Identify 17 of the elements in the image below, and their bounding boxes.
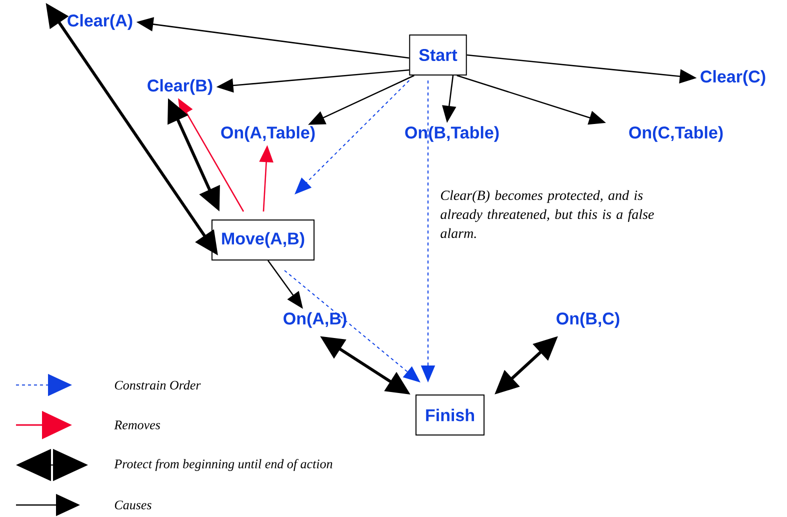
- action-box: Start: [409, 34, 467, 76]
- condition-label: On(C,Table): [629, 126, 723, 142]
- legend-text: Constrain Order: [114, 380, 201, 390]
- action-box: Finish: [415, 394, 485, 436]
- condition-label: Clear(A): [68, 14, 132, 30]
- condition-label: On(B,Table): [405, 126, 499, 142]
- condition-label: Clear(C): [700, 70, 766, 86]
- dashed-arrow: [294, 80, 410, 194]
- legend-text: Causes: [114, 500, 152, 510]
- legend-text: Removes: [114, 420, 160, 430]
- condition-label: On(A,B): [284, 312, 346, 328]
- condition-label: On(B,C): [556, 312, 620, 328]
- note-text: Clear(B) becomes protected, and is already threatened, but this is a false alarm.: [440, 190, 654, 238]
- condition-label: Clear(B): [148, 79, 212, 95]
- legend-text: Protect from beginning until end of action: [114, 459, 332, 471]
- action-box: Move(A,B): [211, 220, 315, 260]
- condition-label: On(A,Table): [221, 126, 315, 142]
